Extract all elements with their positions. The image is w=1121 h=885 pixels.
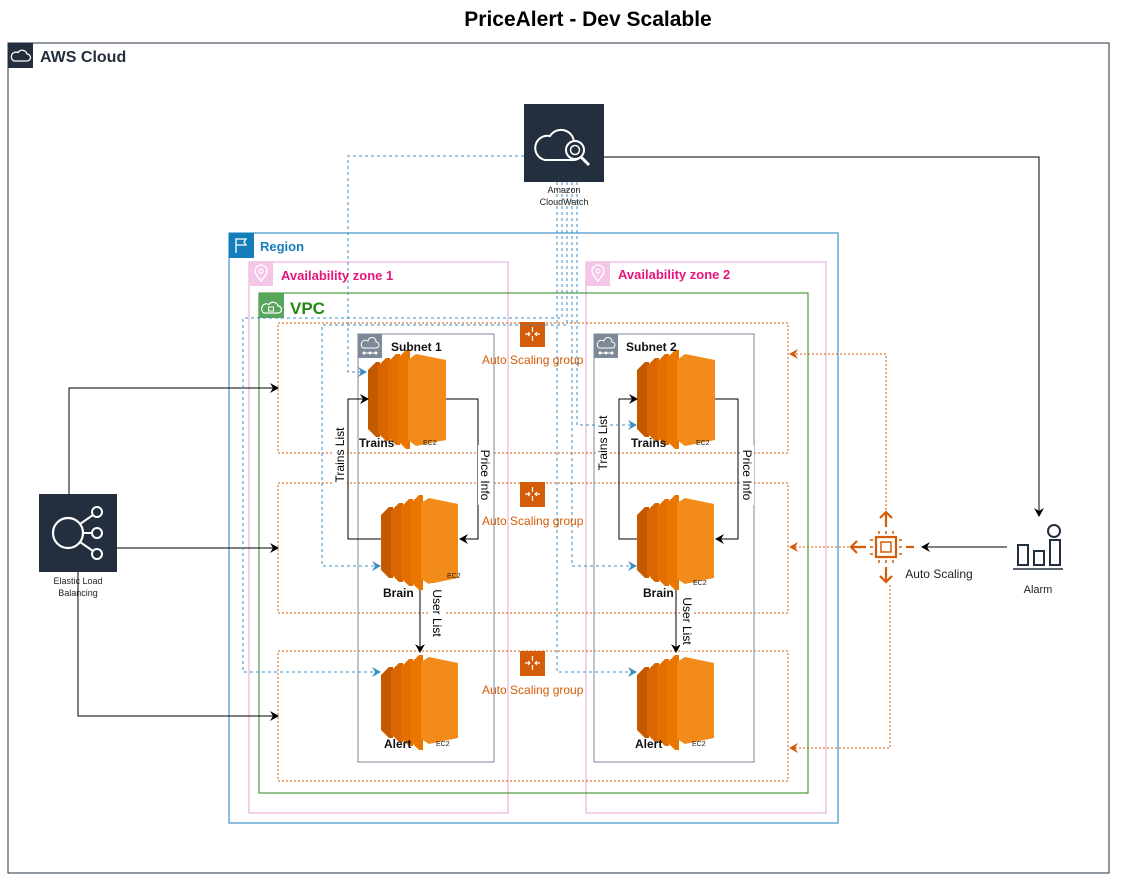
elb-to-asg-bottom — [77, 572, 279, 721]
elb-icon — [39, 494, 117, 572]
edge-label-trains-list-2: Trains List — [596, 413, 610, 473]
ec2-name-brain-2: Brain — [643, 586, 674, 600]
alarm-label: Alarm — [1023, 584, 1053, 596]
ec2-icon-brain-2 — [637, 495, 714, 590]
elb-label-line1: Elastic Load — [53, 576, 103, 586]
edge-label-user-list-1: User List — [430, 583, 444, 643]
az1-label: Availability zone 1 — [281, 268, 394, 283]
diagram-title: PriceAlert - Dev Scalable — [464, 8, 712, 31]
ec2-icon-trains-2 — [637, 350, 715, 449]
elb-to-asg-top — [68, 383, 279, 494]
ec2-name-alert-1: Alert — [384, 737, 412, 751]
cloudwatch-to-alarm — [604, 156, 1044, 517]
az2-label: Availability zone 2 — [618, 267, 731, 282]
autoscaling-icon — [849, 510, 914, 584]
vpc-icon — [259, 293, 284, 318]
cw-to-alert-1 — [242, 182, 563, 677]
edge-label-trains-list-1: Trains List — [333, 425, 347, 485]
aws-cloud-label: AWS Cloud — [40, 49, 127, 66]
subnet2-label: Subnet 2 — [626, 340, 677, 354]
trains-to-brain-2 — [715, 398, 739, 544]
region-label: Region — [260, 239, 305, 254]
subnet1-label: Subnet 1 — [391, 340, 442, 354]
ec2-tag-brain-2: EC2 — [693, 580, 707, 587]
brain-to-trains-1 — [347, 394, 381, 540]
region-container — [228, 232, 839, 824]
ec2-icon-brain-1 — [381, 495, 458, 590]
ec2-icon-alert-2 — [637, 655, 714, 750]
vpc-label: VPC — [290, 299, 325, 318]
ec2-icon-trains-1 — [368, 350, 446, 449]
ec2-icon-alert-1 — [381, 655, 458, 750]
cloudwatch-icon — [524, 104, 604, 182]
autoscaling-to-asg-top — [789, 349, 887, 510]
elb-label-line2: Balancing — [58, 588, 98, 598]
az1-container — [248, 261, 509, 814]
ec2-name-trains-1: Trains — [359, 436, 395, 450]
subnet1-icon — [358, 334, 382, 358]
vpc-container — [258, 292, 809, 794]
az2-container — [585, 261, 827, 814]
ec2-tag-alert-1: EC2 — [436, 741, 450, 748]
cw-to-brain-1 — [321, 182, 568, 571]
cw-to-alert-2 — [556, 182, 637, 677]
aws-cloud-icon — [8, 43, 33, 68]
ec2-tag-trains-1: EC2 — [423, 440, 437, 447]
cw-to-trains-2 — [576, 182, 637, 430]
autoscaling-to-asg-bottom — [789, 585, 891, 753]
cloudwatch-label-line1: Amazon — [547, 185, 581, 195]
ec2-name-trains-2: Trains — [631, 436, 667, 450]
edge-label-price-info-2: Price Info — [740, 445, 754, 505]
brain-to-trains-2 — [618, 394, 638, 540]
cw-to-trains-1 — [347, 155, 524, 377]
asg-label-middle: Auto Scaling group — [482, 514, 584, 528]
edge-label-price-info-1: Price Info — [478, 445, 492, 505]
subnet2-container — [593, 333, 755, 763]
subnet1-container — [357, 333, 495, 763]
az1-location-icon — [249, 262, 273, 286]
alarm-icon — [1013, 524, 1063, 570]
subnet2-icon — [594, 334, 618, 358]
asg-icon-middle — [520, 482, 545, 507]
az2-location-icon — [586, 262, 610, 286]
cloudwatch-label-line2: CloudWatch — [539, 197, 589, 207]
asg-label-bottom: Auto Scaling group — [482, 683, 584, 697]
ec2-tag-trains-2: EC2 — [696, 440, 710, 447]
edge-label-user-list-2: User List — [680, 591, 694, 651]
cw-to-brain-2 — [571, 182, 637, 571]
ec2-tag-brain-1: EC2 — [447, 573, 461, 580]
ec2-name-alert-2: Alert — [635, 737, 663, 751]
autoscaling-label: Auto Scaling — [905, 567, 973, 581]
aws-cloud-container — [7, 42, 1110, 874]
asg-icon-bottom — [520, 651, 545, 676]
region-flag-icon — [229, 233, 254, 258]
ec2-name-brain-1: Brain — [383, 586, 414, 600]
asg-label-top: Auto Scaling group — [482, 353, 584, 367]
ec2-tag-alert-2: EC2 — [692, 741, 706, 748]
asg-icon-top — [520, 322, 545, 347]
